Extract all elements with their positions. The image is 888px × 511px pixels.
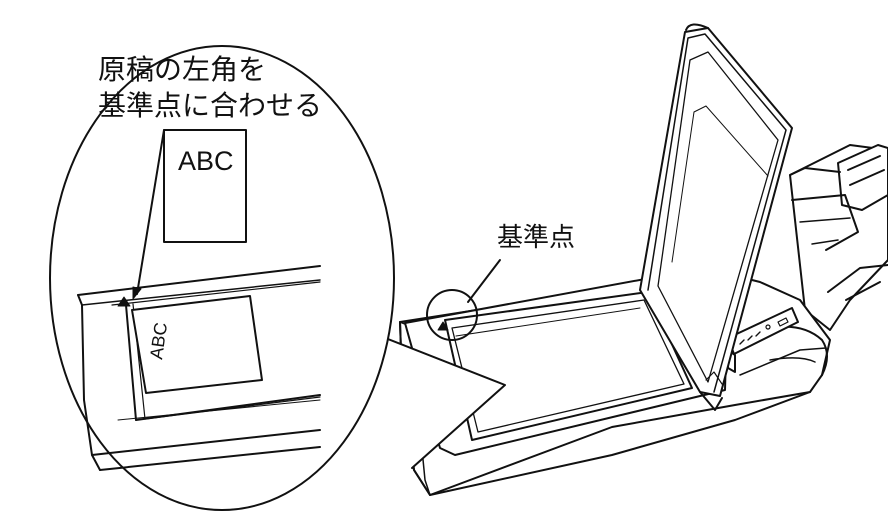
reference-triangle-marker: [437, 321, 449, 331]
alignment-arrow-line: [136, 129, 165, 295]
magnified-callout: ABC: [49, 45, 395, 511]
reference-point-label: 基準点: [497, 223, 576, 253]
instruction-line-1: 原稿の左角を: [98, 53, 267, 86]
scanner-illustration: [369, 23, 888, 496]
document-sheet-text: ABC: [178, 146, 234, 176]
document-sheet: [163, 129, 247, 243]
reference-leader-line: [467, 259, 501, 303]
magnified-scanner-edge: [77, 265, 321, 471]
instruction-line-2: 基準点に合わせる: [98, 89, 323, 122]
magnified-reference-triangle: [117, 296, 131, 307]
reference-point-circle: [426, 289, 478, 341]
alignment-arrow-head: [132, 286, 142, 300]
placed-document: ABC: [131, 295, 263, 394]
scanner-lid: [639, 23, 793, 411]
callout-pointer: [369, 331, 506, 469]
document-feeder: [789, 144, 888, 331]
